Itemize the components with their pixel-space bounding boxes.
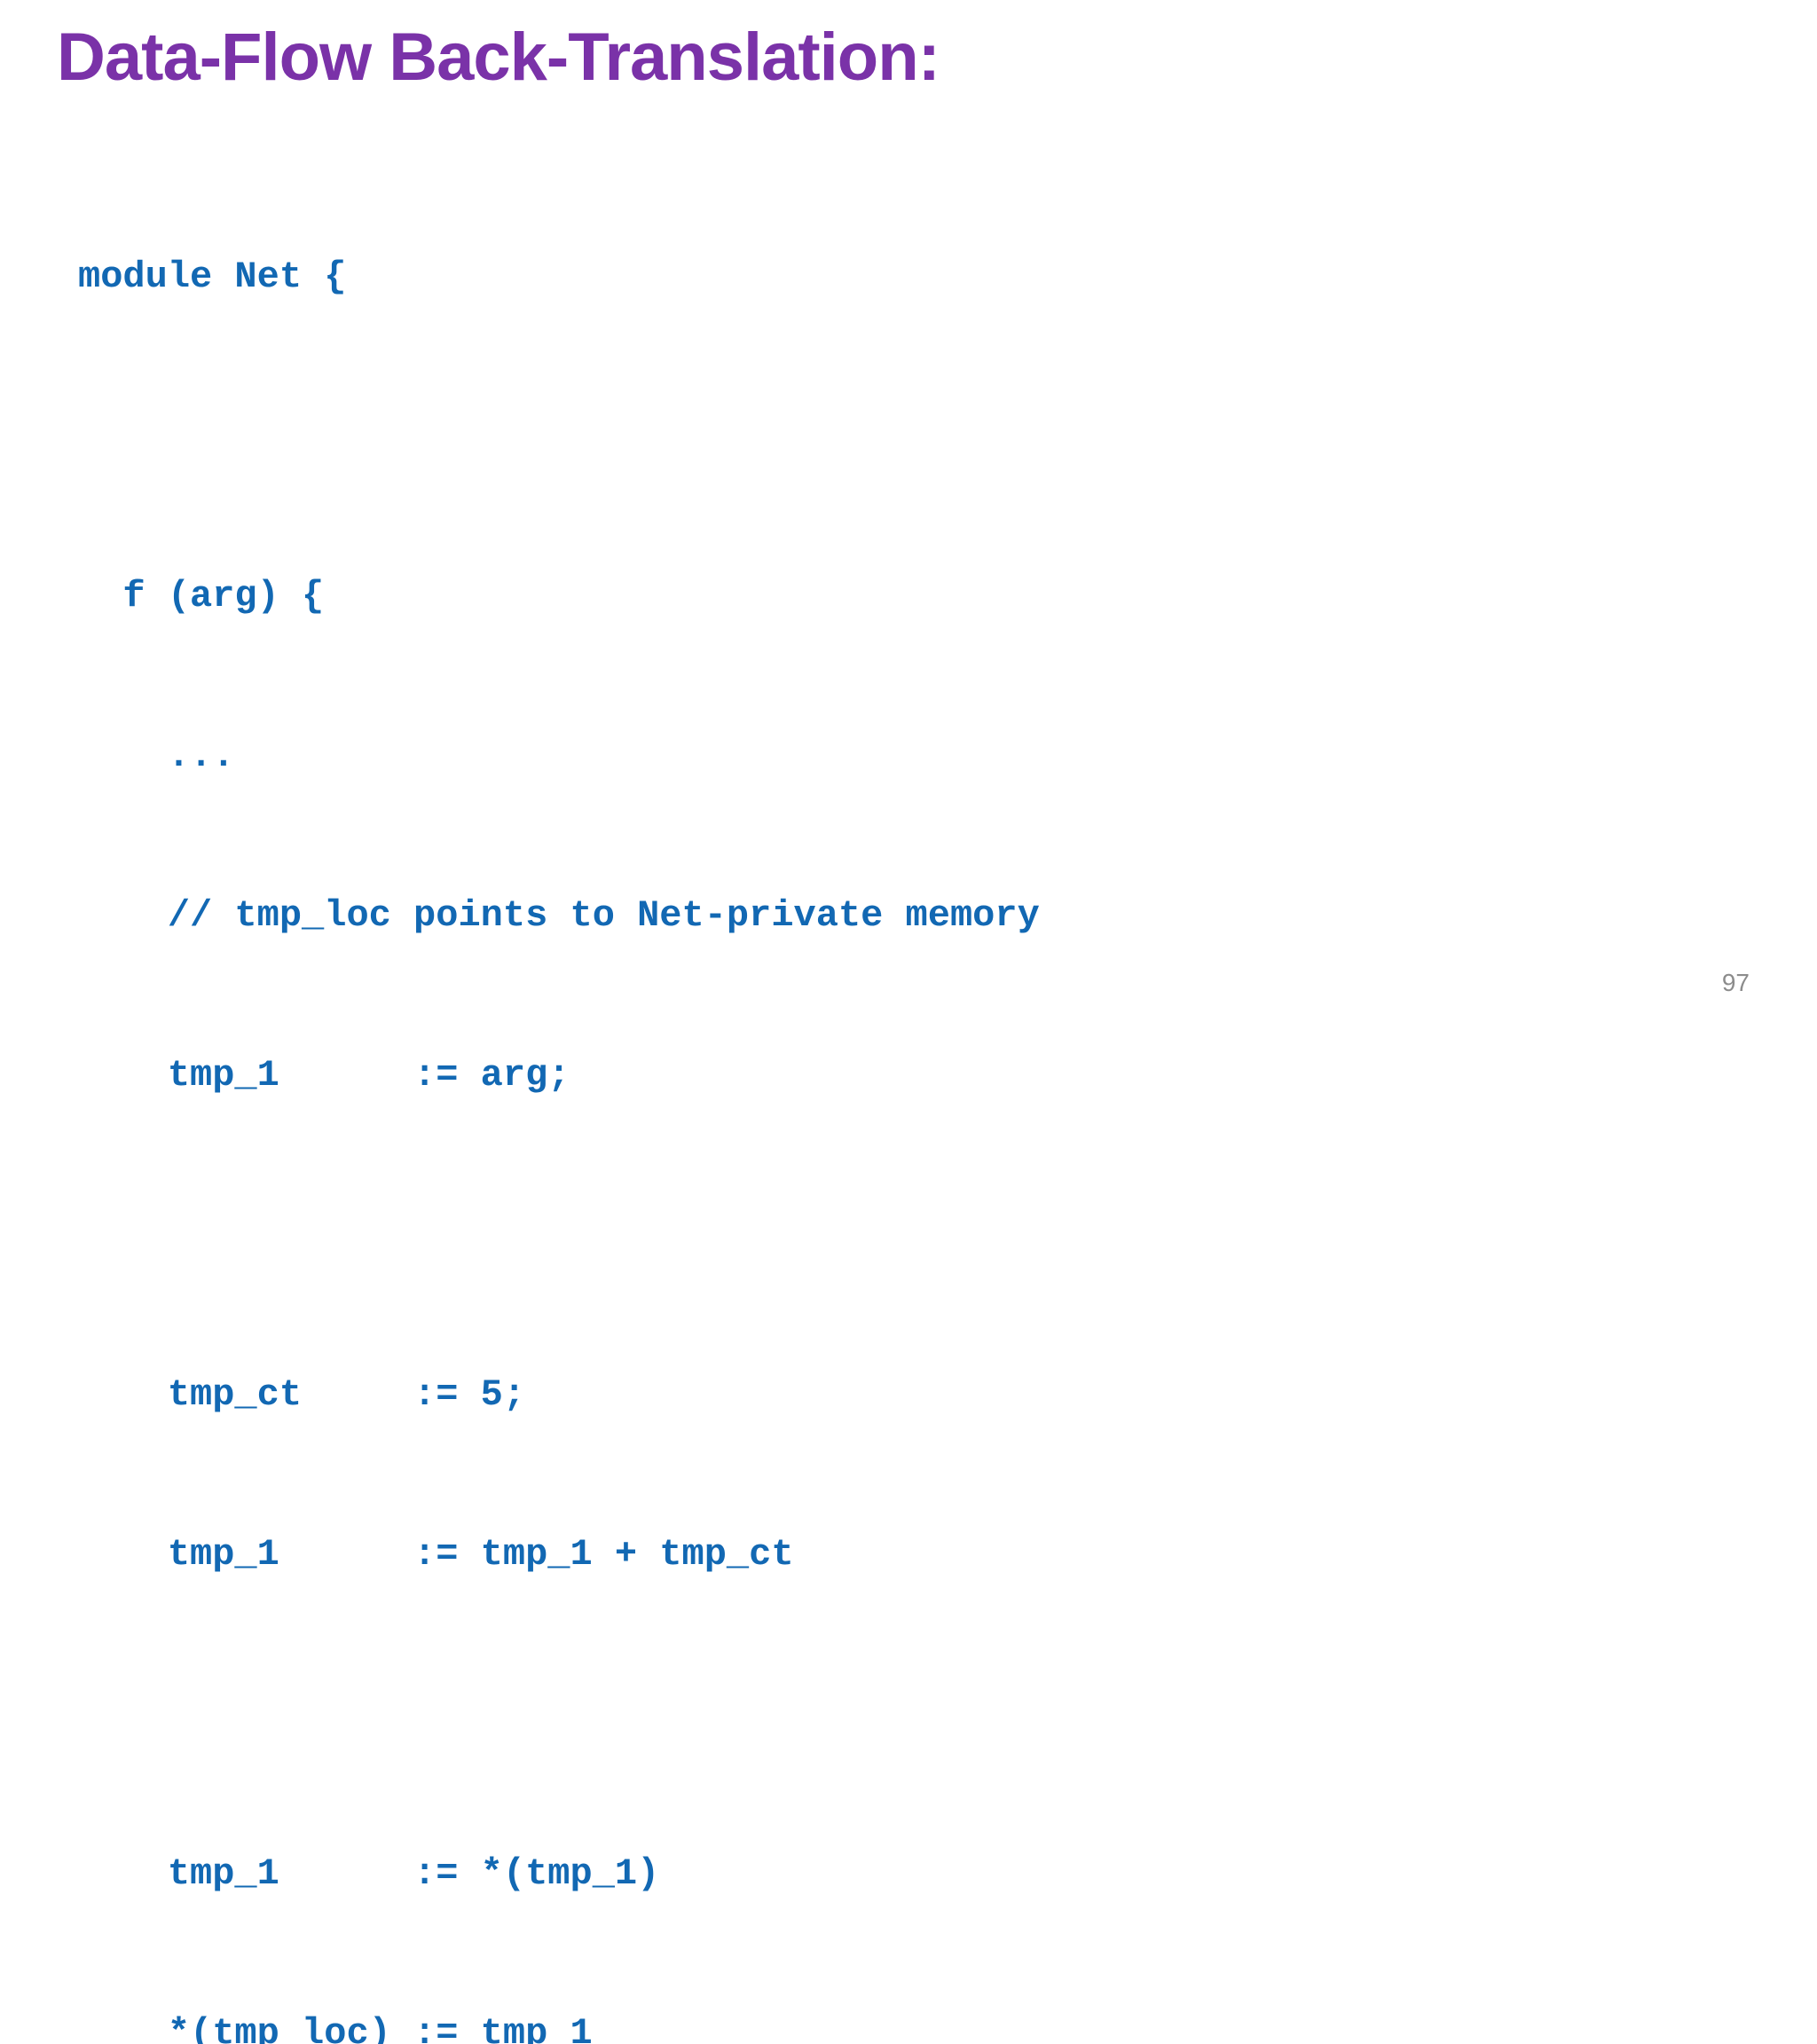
code-line: *(tmp_loc) := tmp_1 — [78, 2012, 593, 2044]
code-line: module Net { — [78, 256, 347, 298]
slide-canvas: Data-Flow Back-Translation: module Net {… — [57, 20, 1750, 2044]
code-line: tmp_ct := 5; — [78, 1373, 526, 1416]
code-line — [78, 1208, 1040, 1262]
code-line: tmp_1 := tmp_1 + tmp_ct — [78, 1533, 794, 1576]
page-title: Data-Flow Back-Translation: — [57, 20, 940, 95]
code-line: tmp_1 := *(tmp_1) — [78, 1852, 660, 1895]
code-line: tmp_1 := arg; — [78, 1054, 570, 1097]
code-line: f (arg) { — [78, 575, 325, 617]
page-number: 97 — [1721, 969, 1750, 996]
code-line — [78, 410, 1040, 463]
code-line — [78, 1687, 1040, 1741]
code-line: ... — [78, 735, 235, 777]
code-block: module Net { f (arg) { ... // tmp_loc po… — [78, 144, 1040, 2044]
code-line: // tmp_loc points to Net-private memory — [78, 894, 1040, 937]
